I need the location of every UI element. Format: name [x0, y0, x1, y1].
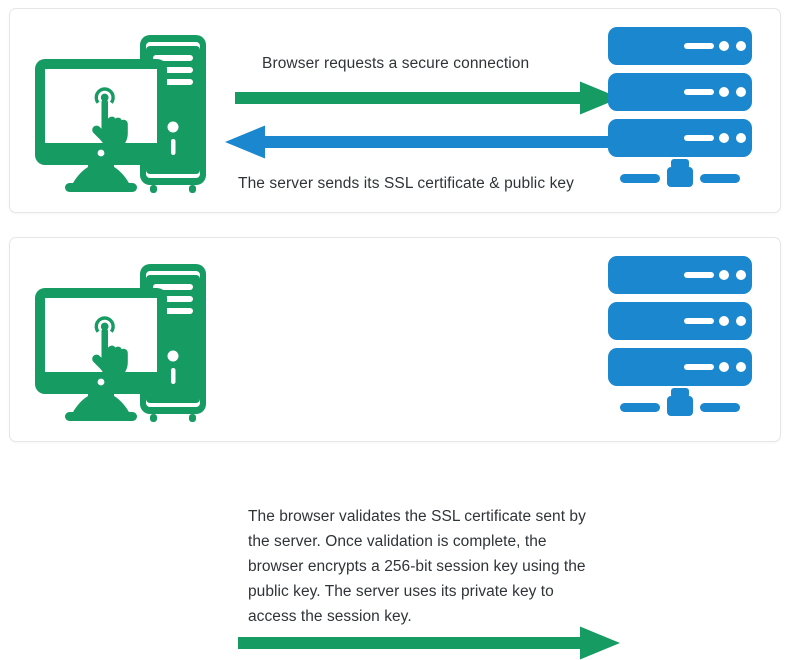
panel-validation: The browser validates the SSL certificat… — [9, 237, 781, 660]
desktop-computer-icon — [32, 23, 210, 193]
response-arrow — [225, 125, 620, 159]
diagram-page: Browser requests a secure connection The… — [9, 8, 781, 660]
server-stack-icon — [604, 25, 756, 191]
request-arrow — [235, 81, 620, 115]
server-stack-icon — [604, 254, 756, 420]
desktop-computer-icon — [32, 252, 210, 422]
session-key-arrow — [238, 626, 620, 660]
caption-browser-requests: Browser requests a secure connection — [262, 55, 530, 72]
caption-server-sends-certificate: The server sends its SSL certificate & p… — [238, 175, 574, 192]
panel-request-response: Browser requests a secure connection The… — [9, 8, 781, 213]
validation-description: The browser validates the SSL certificat… — [248, 508, 586, 625]
